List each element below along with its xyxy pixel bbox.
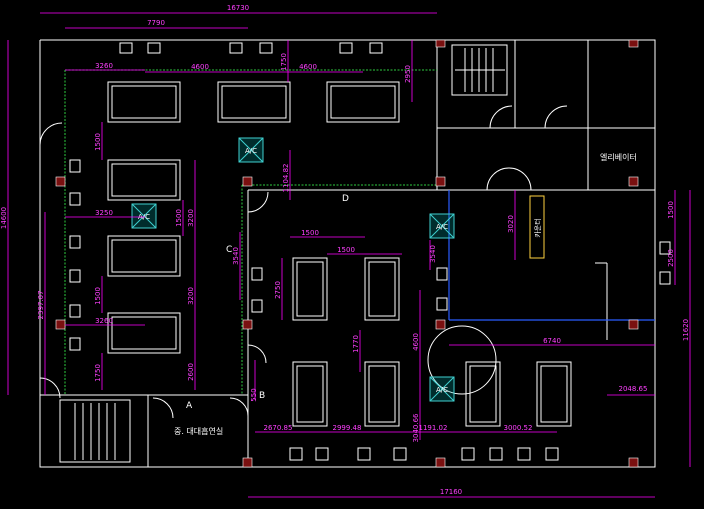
dim-text: 1750	[94, 364, 102, 382]
dim-text: 6740	[543, 337, 561, 345]
ac-label: A/C	[436, 386, 448, 394]
dim-text: 3250	[95, 209, 113, 217]
tables-left-column	[107, 159, 181, 354]
tables-upper-row	[107, 81, 400, 123]
dim-text: 1191.02	[419, 424, 448, 432]
dim-text: 3540	[232, 247, 240, 265]
ac-units	[131, 137, 455, 402]
room-label: 중. 대대흡연실	[174, 426, 223, 436]
dim-text: 1500	[94, 133, 102, 151]
doors	[39, 105, 568, 419]
stairs-upper	[451, 44, 508, 96]
dim-text: 1750	[280, 53, 288, 71]
dim-text: 2999.48	[333, 424, 362, 432]
counter-label: 카운터	[533, 218, 542, 237]
dim-text: 1104.82	[282, 164, 290, 193]
columns	[55, 39, 639, 468]
dim-text: 7790	[147, 19, 165, 27]
round-area	[427, 325, 497, 395]
dim-text: 2048.65	[619, 385, 648, 393]
dim-text: 2397.07	[37, 291, 45, 320]
dim-text: 16730	[227, 4, 249, 12]
area-label-b: B	[259, 391, 265, 401]
dim-text: 17160	[440, 488, 462, 496]
area-label-d: D	[342, 194, 349, 204]
walls	[39, 39, 656, 468]
dim-text: 2750	[274, 281, 282, 299]
dim-text: 4600	[412, 333, 420, 351]
partition-lines	[64, 69, 437, 395]
dim-text: 3040.66	[412, 413, 420, 442]
dim-text: 3260	[95, 317, 113, 325]
area-label-c: C	[226, 245, 232, 255]
stairs-lower	[59, 399, 131, 463]
dim-text: 2950	[404, 65, 412, 83]
dim-text: 4600	[191, 63, 209, 71]
dimension-lines	[7, 12, 691, 498]
chairs	[69, 42, 671, 461]
ac-label: A/C	[245, 147, 257, 155]
tables-middle	[292, 257, 572, 427]
dim-text: 3200	[187, 209, 195, 227]
dim-text: 3000.52	[504, 424, 533, 432]
area-label-a: A	[186, 401, 193, 411]
dim-text: 14600	[0, 207, 8, 229]
dim-text: 3260	[95, 62, 113, 70]
counter-desk	[529, 195, 545, 259]
dim-text: 11620	[682, 319, 690, 341]
elevator-label: 엘리베이터	[600, 152, 637, 162]
dim-text: 1500	[337, 246, 355, 254]
dim-text: 3020	[507, 215, 515, 233]
dim-text: 4600	[299, 63, 317, 71]
dim-text: 3200	[187, 287, 195, 305]
dim-text: 2500	[667, 249, 675, 267]
ac-label: A/C	[436, 223, 448, 231]
dim-text: 1770	[352, 335, 360, 353]
dim-text: 550	[250, 388, 258, 401]
dim-text: 1500	[301, 229, 319, 237]
dim-text: 1500	[175, 209, 183, 227]
dim-text: 1500	[667, 201, 675, 219]
dim-text: 1500	[94, 287, 102, 305]
dim-text: 2670.85	[264, 424, 293, 432]
blue-partitions	[448, 190, 655, 321]
dim-text: 3540	[429, 245, 437, 263]
dim-text: 2600	[187, 363, 195, 381]
